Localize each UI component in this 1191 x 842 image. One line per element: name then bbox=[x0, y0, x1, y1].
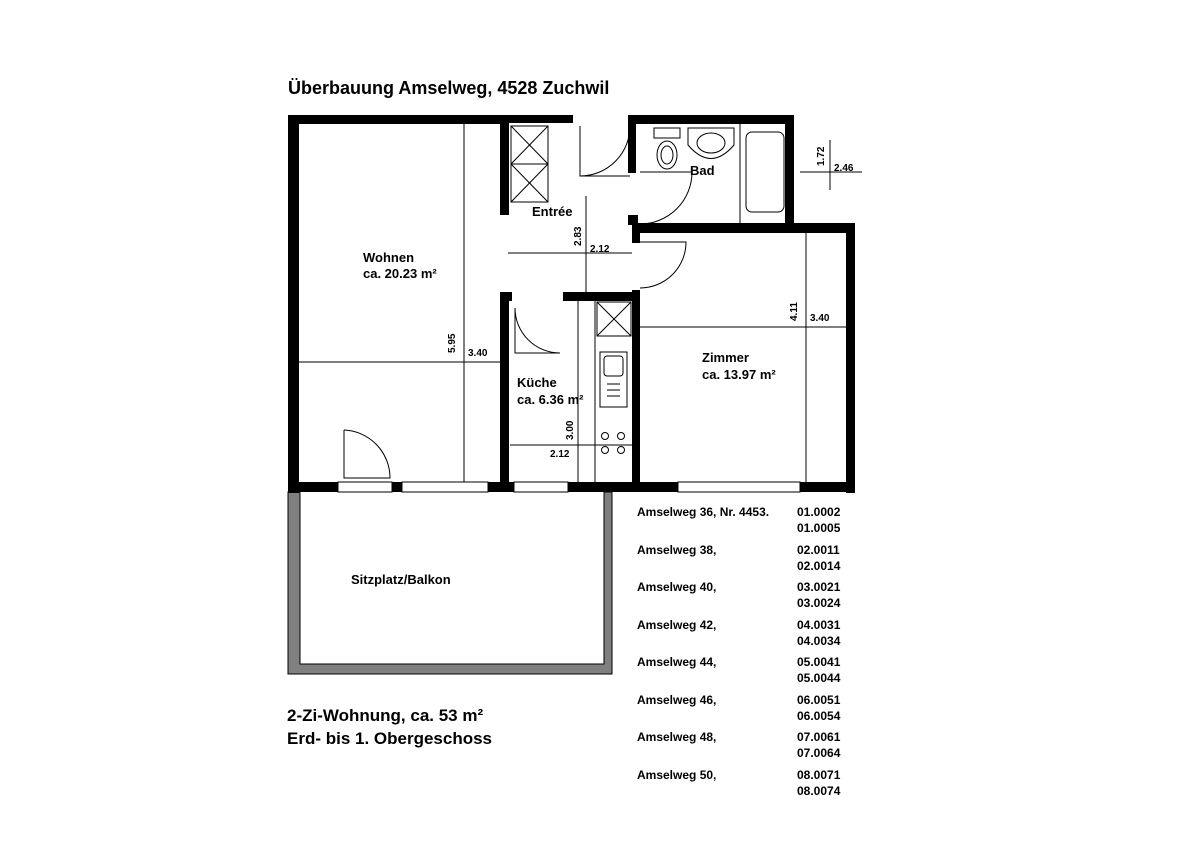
room-name-kueche: Küche bbox=[517, 375, 557, 390]
unit-address: Amselweg 38, bbox=[637, 542, 717, 557]
thin-lines bbox=[299, 123, 862, 493]
room-name-entree: Entrée bbox=[532, 204, 572, 219]
unit-address: Amselweg 40, bbox=[637, 580, 717, 594]
unit-number-1: 03.0021 bbox=[797, 580, 841, 594]
dim-zimmer-v: 4.11 bbox=[789, 302, 800, 321]
dim-kueche-h: 2.12 bbox=[550, 449, 570, 460]
unit-row: Amselweg 40, 03.0021 03.0024 bbox=[637, 580, 867, 618]
apartment-floors: Erd- bis 1. Obergeschoss bbox=[287, 729, 493, 748]
room-area-zimmer: ca. 13.97 m² bbox=[702, 367, 776, 382]
unit-address: Amselweg 50, bbox=[637, 767, 717, 782]
unit-number-2: 02.0014 bbox=[797, 558, 841, 573]
dim-bad-v: 1.72 bbox=[816, 146, 827, 166]
unit-address: Amselweg 42, bbox=[637, 617, 717, 632]
unit-number-2: 04.0034 bbox=[797, 633, 841, 648]
dim-entree-v: 2.83 bbox=[573, 226, 584, 246]
unit-address: Amselweg 36, Nr. 4453. bbox=[637, 505, 770, 519]
unit-row: Amselweg 48, 07.0061 07.0064 bbox=[637, 730, 867, 768]
unit-address: Amselweg 44, bbox=[637, 655, 717, 669]
dim-wohnen-v: 5.95 bbox=[447, 333, 458, 353]
dim-wohnen-h: 3.40 bbox=[468, 348, 488, 359]
unit-number-2: 05.0044 bbox=[797, 671, 841, 685]
dim-entree-h: 2.12 bbox=[590, 244, 610, 255]
unit-number-1: 08.0071 bbox=[797, 767, 841, 782]
dim-zimmer-h: 3.40 bbox=[810, 313, 830, 324]
dim-kueche-v: 3.00 bbox=[565, 420, 576, 440]
room-name-balkon: Sitzplatz/Balkon bbox=[351, 572, 451, 587]
unit-address: Amselweg 46, bbox=[637, 692, 717, 707]
page-title: Überbauung Amselweg, 4528 Zuchwil bbox=[288, 78, 610, 98]
unit-number-1: 07.0061 bbox=[797, 730, 841, 744]
unit-number-2: 06.0054 bbox=[797, 708, 841, 723]
apartment-size: 2-Zi-Wohnung, ca. 53 m² bbox=[287, 706, 484, 725]
room-name-bad: Bad bbox=[690, 163, 715, 178]
unit-row: Amselweg 44, 05.0041 05.0044 bbox=[637, 655, 867, 693]
unit-number-2: 08.0074 bbox=[797, 783, 841, 798]
room-name-wohnen: Wohnen bbox=[363, 250, 414, 265]
unit-row: Amselweg 36, Nr. 4453. 01.0002 01.0005 bbox=[637, 505, 867, 543]
unit-number-1: 01.0002 bbox=[797, 505, 841, 519]
unit-number-1: 05.0041 bbox=[797, 655, 841, 669]
room-name-zimmer: Zimmer bbox=[702, 350, 749, 365]
unit-number-2: 07.0064 bbox=[797, 746, 841, 760]
room-area-kueche: ca. 6.36 m² bbox=[517, 392, 584, 407]
unit-number-1: 06.0051 bbox=[797, 692, 841, 707]
unit-number-1: 02.0011 bbox=[797, 542, 840, 557]
unit-number-2: 01.0005 bbox=[797, 521, 841, 535]
room-area-wohnen: ca. 20.23 m² bbox=[363, 266, 437, 281]
dim-bad-h: 2.46 bbox=[834, 163, 854, 174]
unit-address: Amselweg 48, bbox=[637, 730, 717, 744]
walls bbox=[288, 115, 855, 493]
unit-number-1: 04.0031 bbox=[797, 617, 841, 632]
unit-number-2: 03.0024 bbox=[797, 596, 841, 610]
